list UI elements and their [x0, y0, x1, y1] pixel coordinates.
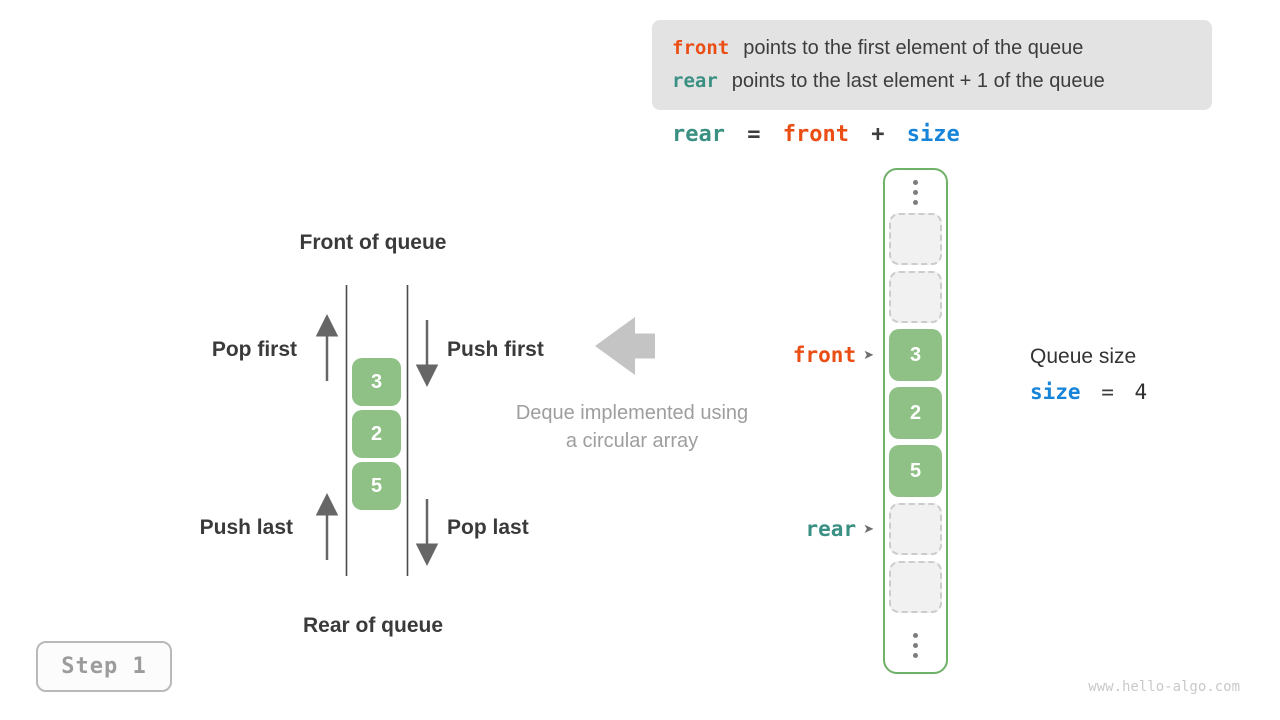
queue-size-value-line: size = 4 [1030, 380, 1147, 404]
formula-size: size [906, 122, 960, 147]
rear-pointer-label: rear [805, 517, 857, 541]
array-cell-front: 3 [889, 329, 942, 381]
caption-line2: a circular array [565, 430, 699, 452]
array-cell-rear [889, 503, 942, 555]
array-cell-empty [889, 271, 942, 323]
rear-formula: rear = front + size [672, 122, 960, 147]
legend-row-rear: rear points to the last element + 1 of t… [672, 70, 1212, 93]
left-block-arrow-icon [595, 317, 655, 375]
array-cell-empty [889, 213, 942, 265]
rear-description: points to the last element + 1 of the qu… [731, 70, 1105, 92]
rear-of-queue-title: Rear of queue [302, 614, 444, 637]
push-first-label: Push first [447, 338, 544, 361]
front-of-queue-title: Front of queue [299, 231, 447, 254]
size-equals: = [1101, 380, 1114, 404]
array-cell-empty [889, 561, 942, 613]
queue-size-title: Queue size [1030, 345, 1137, 368]
ellipsis-top-icon [885, 180, 946, 205]
caption-line1: Deque implemented using [515, 402, 749, 424]
right-arrowhead-icon: ➤ [863, 521, 874, 537]
size-variable: size [1030, 380, 1081, 404]
array-cell: 5 [889, 445, 942, 497]
pop-first-label: Pop first [211, 338, 297, 361]
pointer-legend-box: front points to the first element of the… [652, 20, 1212, 110]
right-arrowhead-icon: ➤ [863, 347, 874, 363]
circular-array-container: 3 2 5 [883, 168, 948, 674]
front-pointer-label: front [792, 343, 857, 367]
rear-pointer: rear ➤ [700, 516, 874, 542]
formula-rear: rear [672, 122, 725, 147]
ellipsis-bottom-icon [885, 633, 946, 658]
array-cell: 2 [889, 387, 942, 439]
front-description: points to the first element of the queue [743, 37, 1084, 59]
step-badge: Step 1 [36, 641, 172, 692]
front-keyword: front [672, 37, 730, 59]
pop-last-label: Pop last [447, 516, 529, 539]
rear-keyword: rear [672, 70, 718, 92]
formula-front: front [782, 122, 849, 147]
center-caption: Deque implemented using a circular array [492, 399, 772, 455]
legend-row-front: front points to the first element of the… [672, 37, 1212, 60]
deque-cell: 2 [352, 410, 401, 458]
deque-cell: 5 [352, 462, 401, 510]
watermark: www.hello-algo.com [1088, 679, 1240, 695]
size-value: 4 [1134, 380, 1148, 404]
formula-equals: = [747, 122, 761, 147]
front-pointer: front ➤ [700, 342, 874, 368]
deque-cell: 3 [352, 358, 401, 406]
formula-plus: + [871, 122, 885, 147]
push-last-label: Push last [199, 516, 293, 539]
